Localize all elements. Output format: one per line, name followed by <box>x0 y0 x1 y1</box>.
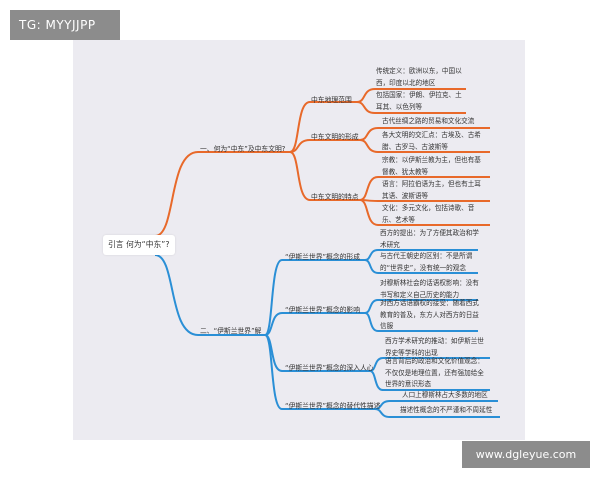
leaf-connector <box>364 312 478 332</box>
sub-node[interactable]: 中东地理范围 <box>311 96 352 104</box>
root-node[interactable]: 引言 何为“中东”? <box>103 235 175 255</box>
sub-node[interactable]: “伊斯兰世界”概念的形成 <box>285 253 361 261</box>
sub-connector <box>289 151 360 201</box>
leaf-node[interactable]: 包括国家：伊朗、伊拉克、土耳其、以色列等 <box>376 91 462 111</box>
leaf-connector <box>359 199 490 226</box>
leaf-node[interactable]: 语言背后的政治和文化价值观念：不仅仅是地理位置，还有强加给全世界的意识形态 <box>385 357 484 388</box>
leaf-node[interactable]: 描述性概念的不严谨和不周延性 <box>400 406 493 414</box>
sub-connector <box>264 259 365 336</box>
leaf-connector <box>356 101 466 114</box>
leaf-node[interactable]: 文化：多元文化，包括诗歌、音乐、艺术等 <box>382 204 475 224</box>
sub-connector <box>289 139 360 153</box>
branch1-connector <box>154 151 290 237</box>
leaf-node[interactable]: 西方学术研究的推动：如伊斯兰世界史等学科的出现 <box>385 337 484 357</box>
sub-node[interactable]: “伊斯兰世界”概念的影响 <box>285 306 361 314</box>
sub-connector <box>264 312 365 336</box>
leaf-node[interactable]: 语言：阿拉伯语为主，但也有土耳其语、波斯语等 <box>382 180 481 200</box>
sub-node[interactable]: “伊斯兰世界”概念的替代性描述 <box>285 402 381 410</box>
leaf-connector <box>364 259 478 274</box>
sub-node[interactable]: “伊斯兰世界”概念的深入人心 <box>285 364 374 372</box>
branch2-label[interactable]: 二、“伊斯兰世界”解 <box>200 327 262 335</box>
leaf-node[interactable]: 西方的提出：为了方便其政治和学术研究 <box>380 229 479 249</box>
leaf-connector <box>359 139 490 153</box>
branch1-label[interactable]: 一、何为“中东”及中东文明? <box>200 145 286 153</box>
sub-node[interactable]: 中东文明的形成 <box>311 133 359 141</box>
leaf-connector <box>374 408 500 418</box>
leaf-node[interactable]: 古代丝绸之路的贸易和文化交流 <box>382 117 475 125</box>
leaf-node[interactable]: 对西方话语霸权的接受：随着西式教育的普及，东方人对西方的日益信服 <box>380 299 479 330</box>
sub-connector <box>264 334 375 410</box>
sub-connector <box>289 101 357 153</box>
leaf-connector <box>369 370 490 391</box>
sub-node[interactable]: 中东文明的特点 <box>311 193 359 201</box>
leaf-node[interactable]: 与古代王朝史的区别：不是所谓的“世界史”，没有统一的观念 <box>380 252 473 272</box>
leaf-node[interactable]: 对穆斯林社会的话语权影响：没有书写和定义自己历史的能力 <box>380 279 479 299</box>
leaf-node[interactable]: 宗教：以伊斯兰教为主，但也有基督教、犹太教等 <box>382 156 481 176</box>
leaf-node[interactable]: 各大文明的交汇点：古埃及、古希腊、古罗马、古波斯等 <box>382 131 481 151</box>
watermark: www.dgleyue.com <box>462 441 590 468</box>
leaf-node[interactable]: 传统定义：欧洲以东，中国以西，印度以北的地区 <box>376 67 462 87</box>
channel-badge: TG: MYYJJPP <box>10 10 120 40</box>
branch2-connector <box>154 254 265 336</box>
leaf-node[interactable]: 人口上穆斯林占大多数的地区 <box>402 391 488 399</box>
